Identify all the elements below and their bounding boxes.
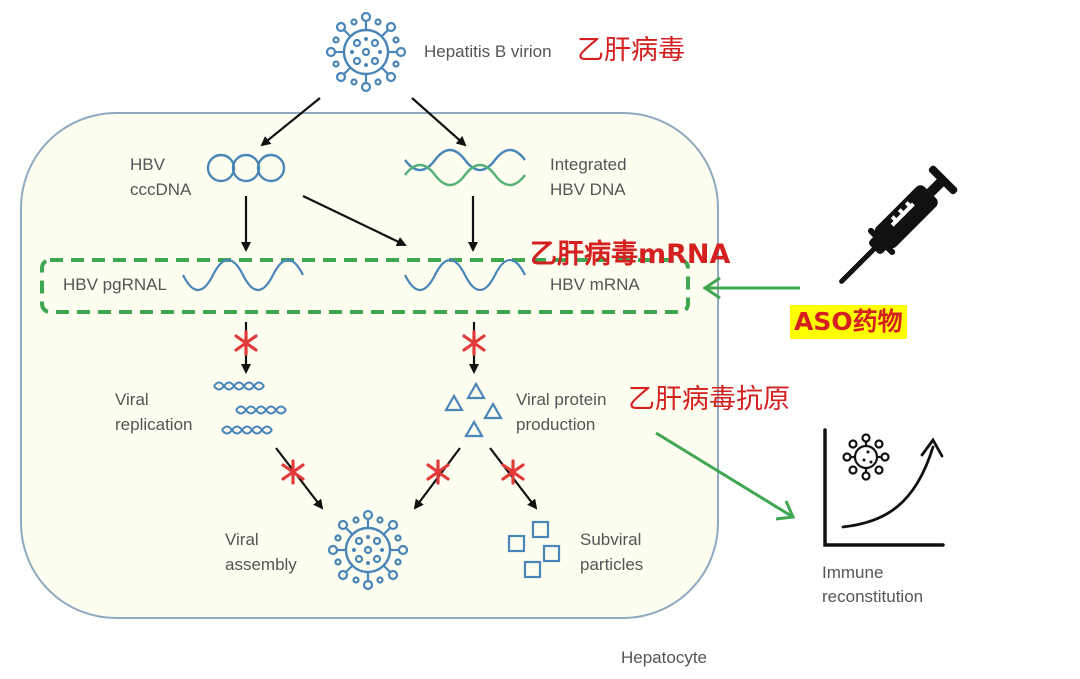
assembly-label-line1: Viral: [225, 530, 259, 549]
integrated-dna-icon: [404, 148, 526, 187]
integrated-label-line2: HBV DNA: [550, 180, 626, 199]
arrow-virion-to-integrated: [411, 97, 467, 147]
mrna-label: HBV mRNA: [550, 275, 640, 294]
hepatocyte-cell: [20, 112, 719, 619]
antigen-arrowhead: [775, 500, 796, 521]
arrow-virion-to-cccdna: [260, 97, 321, 147]
replication-label-line2: replication: [115, 415, 193, 434]
subviral-label-line2: particles: [580, 555, 644, 574]
arrow-cccdna-to-mrna: [302, 195, 407, 247]
aso-drug-label: ASO药物: [790, 305, 907, 339]
cccdna-label-line1: HBV: [130, 155, 165, 174]
viral-protein-icon: [444, 381, 503, 438]
immune-label-line1: Immune: [822, 563, 884, 582]
assembly-label-line2: assembly: [225, 555, 297, 574]
subviral-particles-icon: [507, 520, 561, 579]
hepatitis-b-virion-icon: [325, 11, 407, 93]
rna-dashed-box: [40, 258, 690, 314]
syringe-icon: [839, 165, 958, 284]
subviral-label-line1: Subviral: [580, 530, 642, 549]
mrna-wave-icon: [404, 258, 526, 292]
replication-label-line1: Viral: [115, 390, 149, 409]
antigen-label-cn: 乙肝病毒抗原: [628, 384, 790, 415]
pgrna-wave-icon: [182, 258, 304, 292]
mrna-label-cn: 乙肝病毒mRNA: [530, 239, 731, 270]
antigen-arrow: [655, 431, 794, 519]
integrated-label-line1: Integrated: [550, 155, 627, 174]
pgrna-label: HBV pgRNAL: [63, 275, 167, 294]
immune-reconstitution-icon: [823, 428, 945, 547]
cccdna-label-line2: cccDNA: [130, 180, 192, 199]
cccdna-icon: [206, 153, 286, 183]
virion-label-cn: 乙肝病毒: [577, 35, 685, 66]
virion-label: Hepatitis B virion: [424, 42, 552, 61]
aso-arrowhead: [702, 276, 721, 300]
immune-label-line2: reconstitution: [822, 587, 924, 606]
hepatocyte-label: Hepatocyte: [621, 648, 707, 667]
protein-label-line2: production: [516, 415, 596, 434]
protein-label-line1: Viral protein: [516, 390, 607, 409]
